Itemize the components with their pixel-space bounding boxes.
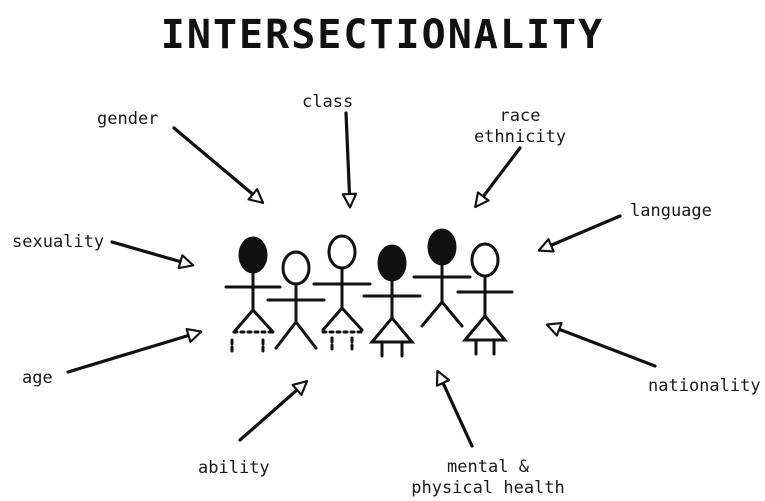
arrow-mental-physical-health: [435, 369, 474, 448]
label-class: class: [302, 92, 354, 112]
label-race: race: [499, 106, 541, 126]
arrow-nationality: [545, 322, 657, 368]
label-mental-physical-health: mental & physical health: [403, 457, 573, 499]
arrow-race-ethnicity: [474, 146, 522, 209]
figure-6: [456, 242, 514, 356]
label-sexuality: sexuality: [12, 232, 105, 252]
arrow-class: [341, 111, 358, 209]
figure-1: [224, 236, 282, 356]
label-race-ethnicity: race ethnicity: [470, 106, 570, 148]
diagram-title: INTERSECTIONALITY: [160, 12, 605, 58]
arrow-age: [66, 328, 203, 374]
label-age: age: [22, 368, 53, 388]
label-gender: gender: [97, 109, 159, 129]
arrow-language: [537, 214, 622, 253]
arrow-ability: [238, 380, 309, 442]
label-ability: ability: [198, 458, 270, 478]
figure-5: [412, 228, 472, 328]
label-language: language: [630, 201, 712, 221]
label-ethnicity: ethnicity: [473, 127, 567, 147]
figure-3: [312, 234, 372, 352]
label-mental: mental &: [447, 457, 529, 477]
label-physical-health: physical health: [411, 478, 565, 498]
arrow-gender: [172, 126, 265, 204]
arrow-sexuality: [110, 240, 195, 270]
figure-2: [266, 250, 326, 350]
figure-4: [362, 244, 422, 358]
label-nationality: nationality: [648, 376, 761, 396]
